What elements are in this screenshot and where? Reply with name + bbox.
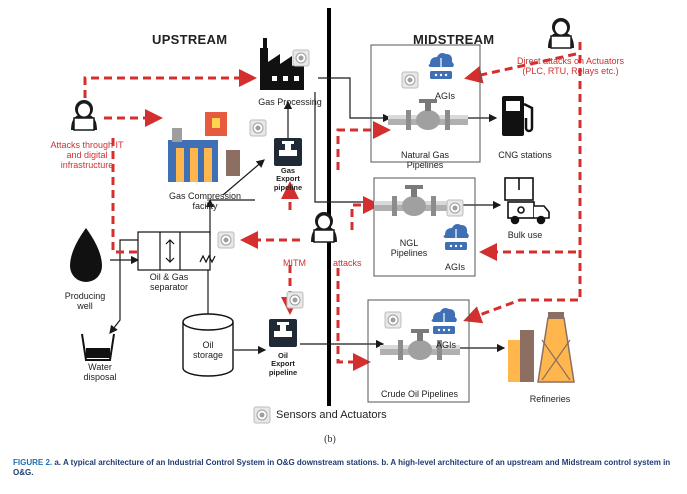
oil-export-pipeline-icon <box>269 319 297 347</box>
midstream-header: MIDSTREAM <box>413 32 495 47</box>
sensor-icon <box>446 199 464 217</box>
cloud-icon <box>427 52 455 80</box>
gas-export-pipeline-label: Gas Export pipeline <box>273 166 303 192</box>
hacker-icon <box>547 17 575 49</box>
attack-paths <box>83 42 582 371</box>
agis-label-3: AGIs <box>435 340 456 350</box>
gas-export-pipeline-icon <box>274 138 302 166</box>
producing-well-label: Producing well <box>64 291 106 312</box>
sensor-icon <box>401 71 419 89</box>
agis-label-2: AGIs <box>444 262 465 272</box>
mitm-attacks-label: attacks <box>333 258 362 268</box>
water-disposal-icon <box>81 333 115 361</box>
direct-attack-label: Direct attacks on Actuators (PLC, RTU, R… <box>516 56 625 77</box>
truck-icon <box>504 177 550 225</box>
figure-caption: FIGURE 2. a. A typical architecture of a… <box>13 458 673 478</box>
oil-drop-icon <box>70 228 102 282</box>
factory-icon <box>260 38 304 90</box>
sensor-icon <box>286 291 304 309</box>
cloud-icon <box>442 223 470 251</box>
fuel-pump-icon <box>502 96 534 136</box>
compressor-icon <box>168 112 240 182</box>
mitm-label: MITM <box>283 258 306 268</box>
pipeline-icon <box>374 185 454 216</box>
subcaption: (b) <box>324 434 336 445</box>
cng-stations-label: CNG stations <box>498 150 552 160</box>
refineries-label: Refineries <box>529 394 571 404</box>
separator-icon <box>137 231 216 271</box>
sensor-icon <box>217 231 235 249</box>
water-disposal-label: Water disposal <box>83 362 117 383</box>
natural-gas-pipelines-label: Natural Gas Pipelines <box>400 150 450 171</box>
sensor-icon <box>384 311 402 329</box>
sensor-icon <box>253 406 271 424</box>
figure-label: FIGURE 2. <box>13 458 53 467</box>
storage-tank-icon <box>182 313 234 377</box>
bulk-use-label: Bulk use <box>507 230 543 240</box>
oil-export-pipeline-label: Oil Export pipeline <box>268 351 298 377</box>
upstream-header: UPSTREAM <box>152 32 228 47</box>
gas-compression-label: Gas Compression facility <box>168 191 242 212</box>
pipeline-icon <box>388 99 468 130</box>
caption-text: a. A typical architecture of an Industri… <box>13 458 671 477</box>
natural-gas-box <box>370 44 481 163</box>
crude-oil-pipelines-label: Crude Oil Pipelines <box>380 389 459 399</box>
refinery-icon <box>508 312 575 383</box>
oil-storage-label: Oil storage <box>192 340 224 361</box>
gas-processing-label: Gas Processing <box>258 97 322 107</box>
hacker-icon <box>70 99 98 131</box>
sensor-icon <box>249 119 267 137</box>
legend-label: Sensors and Actuators <box>276 409 387 421</box>
ngl-box <box>373 177 476 277</box>
ngl-pipelines-label: NGL Pipelines <box>390 238 428 259</box>
sensor-icon <box>292 49 310 67</box>
cloud-icon <box>430 307 458 335</box>
crude-oil-box <box>367 299 470 403</box>
hacker-icon <box>310 211 338 243</box>
oil-gas-separator-label: Oil & Gas separator <box>149 272 189 293</box>
agis-label-1: AGIs <box>434 91 455 101</box>
it-attack-label: Attacks through IT and digital infrastru… <box>50 140 124 171</box>
